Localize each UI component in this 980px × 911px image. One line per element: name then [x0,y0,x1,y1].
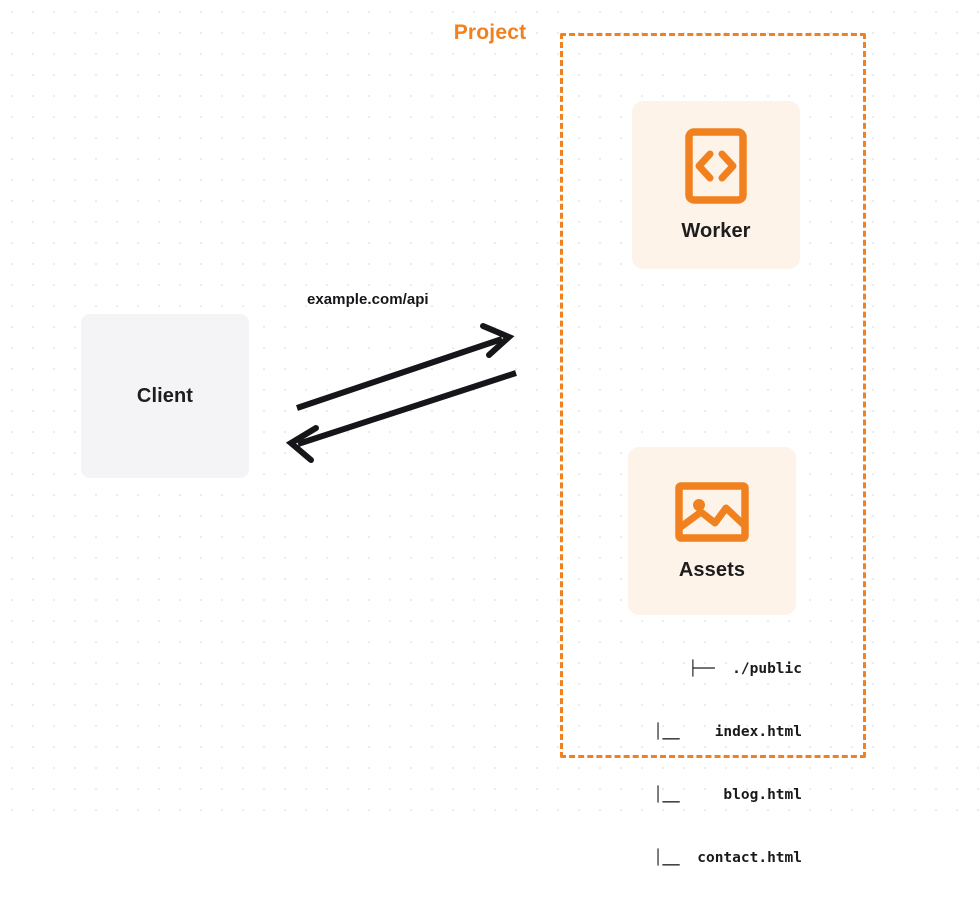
endpoint-url-label: example.com/api [307,291,429,308]
tree-row: ├── ./public [688,661,803,677]
tree-row: │__ index.html [653,724,802,740]
image-icon [675,481,749,543]
client-node: Client [81,314,249,478]
request-arrow [296,323,515,411]
diagram-canvas: Client example.com/api Project Worker [0,0,980,866]
project-container [560,33,866,758]
assets-label: Assets [678,558,746,581]
worker-node: Worker [632,101,800,269]
tree-row: │__ blog.html [653,787,802,803]
client-label: Client [136,384,194,407]
code-brackets-icon [685,127,747,204]
project-title: Project [446,21,534,45]
assets-node: Assets [628,447,796,615]
assets-file-tree: ├── ./public │__ index.html │__ blog.htm… [600,617,802,911]
response-arrow [285,370,517,463]
worker-label: Worker [681,219,751,242]
tree-row: │__ contact.html [653,850,802,866]
